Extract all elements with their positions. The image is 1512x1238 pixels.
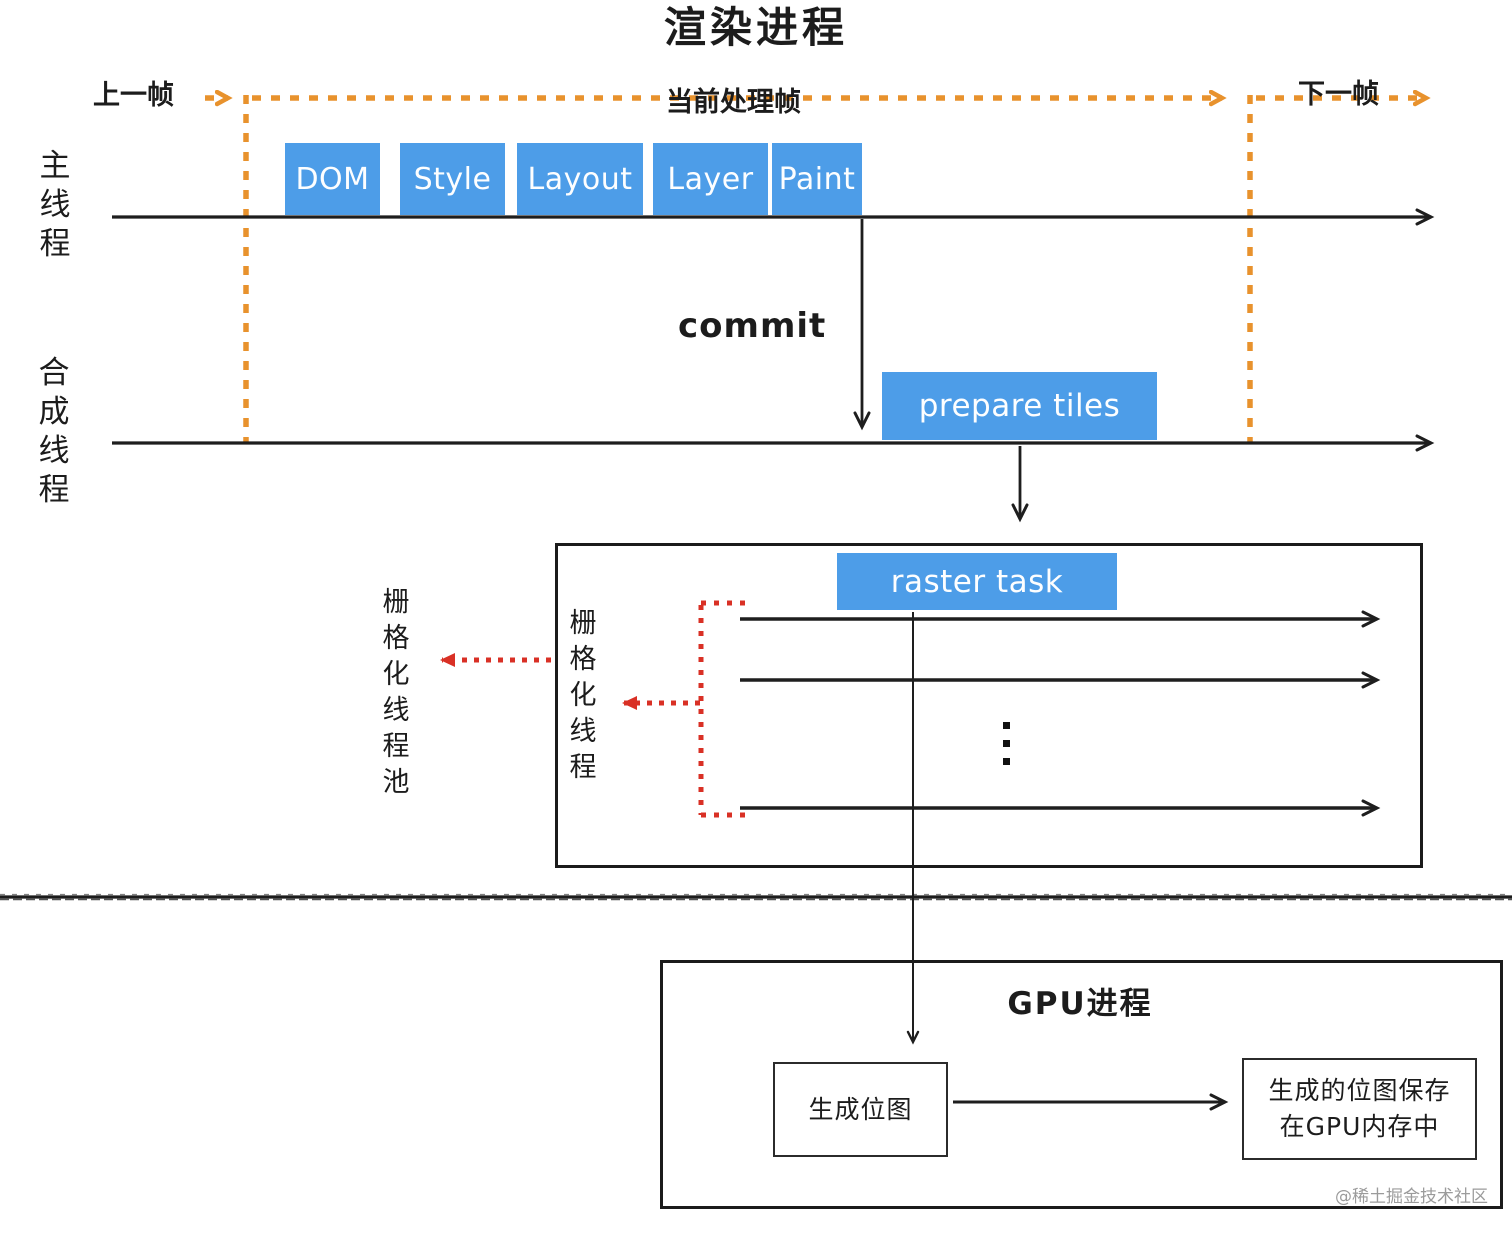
raster-task-label: raster task — [890, 563, 1064, 600]
gpu-process-box — [660, 960, 1503, 1209]
prepare-tiles-box: prepare tiles — [882, 372, 1157, 440]
raster-task-box: raster task — [837, 553, 1117, 610]
stage-box-paint: Paint — [772, 143, 862, 215]
raster-threads-ellipsis — [1003, 722, 1010, 765]
stage-label: DOM — [295, 161, 370, 197]
stage-box-style: Style — [400, 143, 505, 215]
stage-box-dom: DOM — [285, 143, 380, 215]
bitmap-saved-line1: 生成的位图保存 — [1268, 1076, 1451, 1105]
raster-pool-box — [555, 543, 1423, 868]
stage-box-layout: Layout — [517, 143, 643, 215]
prepare-tiles-label: prepare tiles — [918, 388, 1121, 424]
stage-label: Layout — [527, 161, 633, 197]
stage-label: Style — [413, 161, 492, 197]
frame-timeline-arrows — [205, 95, 1426, 443]
stage-box-layer: Layer — [653, 143, 768, 215]
raster-thread-bracket — [440, 600, 752, 818]
process-divider-line — [0, 893, 1512, 901]
generate-bitmap-box: 生成位图 — [773, 1062, 948, 1157]
stage-label: Layer — [667, 161, 754, 197]
bitmap-saved-box: 生成的位图保存 在GPU内存中 — [1242, 1058, 1477, 1160]
generate-bitmap-label: 生成位图 — [808, 1094, 913, 1124]
raster-thread-arrows — [740, 610, 1381, 817]
bitmap-saved-line2: 在GPU内存中 — [1279, 1112, 1440, 1141]
stage-label: Paint — [778, 161, 856, 197]
